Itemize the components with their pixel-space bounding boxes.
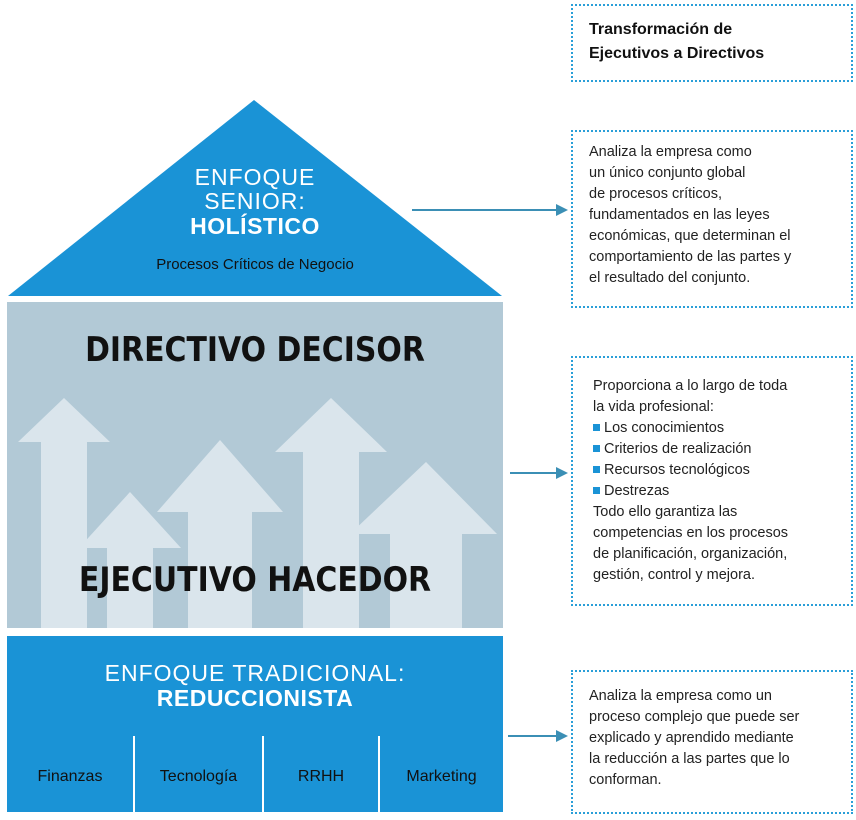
growth-arrows-icon [18,398,497,628]
holistic-description-box: Analiza la empresa como un único conjunt… [571,130,853,308]
description-line: la vida profesional: [593,399,714,415]
bullet-item: Recursos tecnológicos [593,460,851,481]
bullet-square-icon [593,445,600,452]
department-rrhh: RRHH [297,768,345,785]
description-line: proceso complejo que puede ser [589,709,800,725]
bullet-square-icon [593,424,600,431]
roof-title-line1: ENFOQUE [194,164,316,190]
base-block: ENFOQUE TRADICIONAL: REDUCCIONISTA Finan… [7,636,503,812]
career-description-box: Proporciona a lo largo de toda la vida p… [571,356,853,606]
connector-arrow-icon [412,204,568,216]
roof-subtitle: Procesos Críticos de Negocio [156,256,354,273]
header-line: Transformación de [589,21,733,38]
description-line: Todo ello garantiza las [593,504,738,520]
bullet-text: Los conocimientos [604,420,725,436]
description-line: comportamiento de las partes y [589,249,792,265]
bullet-text: Recursos tecnológicos [604,462,750,478]
department-marketing: Marketing [406,768,477,785]
department-separator [133,736,135,812]
bullet-square-icon [593,487,600,494]
description-line: Proporciona a lo largo de toda [593,378,788,394]
roof-title-line2: SENIOR: [204,188,306,214]
description-line: conforman. [589,772,662,788]
description-line: de planificación, organización, [593,546,788,562]
description-line: competencias en los procesos [593,525,789,541]
bullet-item: Destrezas [593,481,851,502]
bullet-square-icon [593,466,600,473]
bullet-item: Los conocimientos [593,418,851,439]
description-line: la reducción a las partes que lo [589,751,790,767]
base-title-bold: REDUCCIONISTA [156,685,354,711]
description-line: el resultado del conjunto. [589,270,751,286]
connector-arrow-icon [508,730,568,742]
department-tecnologia: Tecnología [159,768,238,785]
description-line: de procesos críticos, [589,186,722,202]
connector-arrow-icon [510,467,568,479]
description-line: explicado y aprendido mediante [589,730,794,746]
roof-title-bold: HOLÍSTICO [190,213,320,239]
description-line: gestión, control y mejora. [593,567,755,583]
bullet-text: Criterios de realización [604,441,752,457]
description-line: un único conjunto global [589,165,746,181]
description-line: económicas, que determinan el [589,228,791,244]
base-title: ENFOQUE TRADICIONAL: [104,660,406,686]
header-box: Transformación de Ejecutivos a Directivo… [571,4,853,82]
description-line: fundamentados en las leyes [589,207,770,223]
header-line: Ejecutivos a Directivos [589,45,765,62]
ejecutivo-hacedor-label: EJECUTIVO HACEDOR [78,560,432,600]
description-line: Analiza la empresa como [589,144,752,160]
bullet-text: Destrezas [604,483,670,499]
bullet-item: Criterios de realización [593,439,851,460]
roof-triangle [8,100,502,296]
directivo-decisor-label: DIRECTIVO DECISOR [85,330,425,370]
description-line: Analiza la empresa como un [589,688,772,704]
reductionist-description-box: Analiza la empresa como un proceso compl… [571,670,853,814]
department-separator [262,736,264,812]
department-separator [378,736,380,812]
department-finanzas: Finanzas [37,768,103,785]
middle-block: DIRECTIVO DECISOR EJECUTIVO HACEDOR [7,302,503,628]
